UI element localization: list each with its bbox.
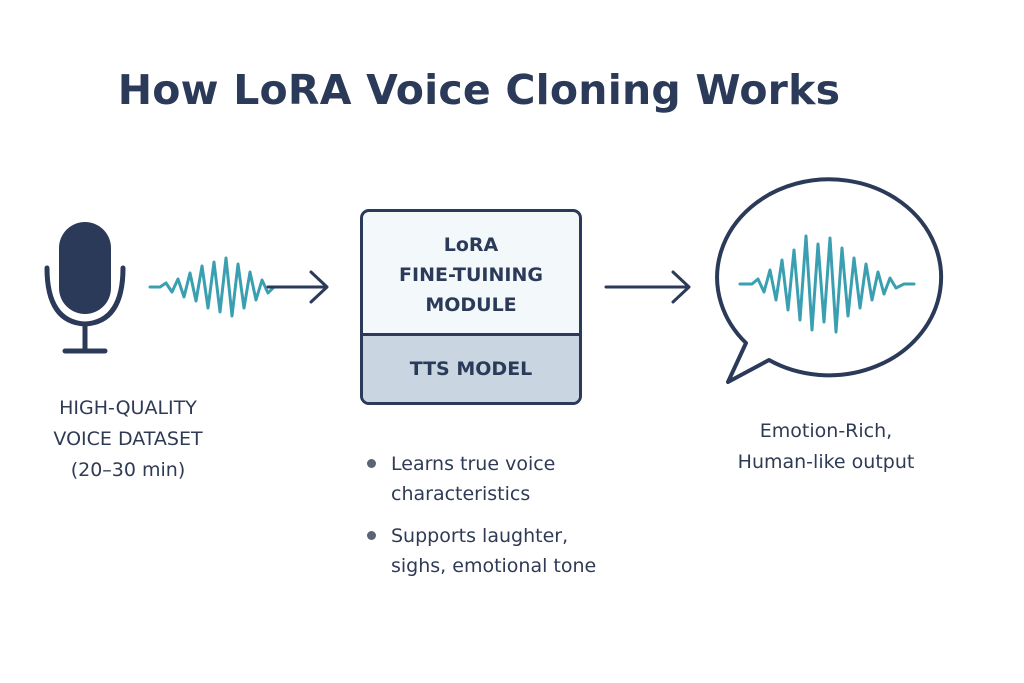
feature-list: Learns true voice characteristics Suppor… [367, 449, 697, 593]
list-item: Learns true voice characteristics [367, 449, 697, 509]
input-label-line: HIGH-QUALITY [59, 397, 197, 419]
waveform-icon [738, 234, 916, 334]
arrow-right-icon [604, 270, 691, 304]
lora-module-box: LoRA FINE-TUINING MODULE TTS MODEL [360, 209, 582, 405]
module-line: MODULE [425, 293, 517, 316]
output-label: Emotion-Rich, Human-like output [716, 416, 936, 478]
lora-module: LoRA FINE-TUINING MODULE [363, 212, 579, 336]
input-label-line: VOICE DATASET [53, 428, 203, 450]
page-title: How LoRA Voice Cloning Works [117, 66, 841, 114]
input-label: HIGH-QUALITY VOICE DATASET (20–30 min) [18, 393, 238, 486]
list-item-line: sighs, emotional tone [391, 555, 597, 577]
module-line: LoRA [443, 233, 499, 256]
list-item-line: Supports laughter, [391, 525, 569, 547]
speech-bubble-icon [715, 177, 944, 384]
bullet-dot [367, 531, 376, 540]
tts-model: TTS MODEL [363, 336, 579, 402]
list-item: Supports laughter, sighs, emotional tone [367, 521, 697, 581]
arrow-right-icon [266, 270, 329, 304]
bullet-dot [367, 459, 376, 468]
output-label-line: Emotion-Rich, [759, 420, 893, 442]
input-label-line: (20–30 min) [70, 459, 186, 481]
list-item-line: characteristics [391, 483, 531, 505]
list-item-line: Learns true voice [391, 453, 556, 475]
waveform-icon [148, 256, 284, 318]
microphone-icon [44, 222, 126, 354]
output-label-line: Human-like output [737, 451, 915, 473]
module-line: FINE-TUINING [399, 263, 543, 286]
